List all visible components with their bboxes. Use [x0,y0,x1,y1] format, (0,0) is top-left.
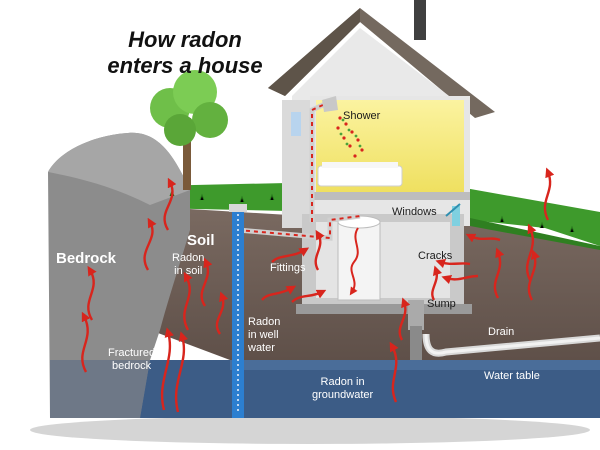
shower-spray-green [339,118,362,148]
groundwater-layer [60,360,600,418]
basement-footing [296,304,472,314]
water-tank-icon [337,215,381,301]
bathtub-icon [317,162,403,187]
roof-side [268,8,360,96]
grass-surface [95,180,600,246]
label-drain: Drain [488,326,515,338]
drain-pipe-icon [422,333,600,357]
bedrock-under-water [50,360,150,418]
label-cracks: Cracks [418,250,453,262]
label-water-table: Water table [484,370,540,382]
diagram-title: How radon enters a house [107,27,263,78]
label-windows: Windows [392,206,437,218]
label-soil: Soil [187,232,215,249]
radon-arrows [81,167,555,413]
tree-icon [150,70,228,190]
chimney-icon [414,0,426,40]
sump-pipe-icon [408,300,424,360]
bedrock-top [48,132,190,205]
shower-icon [309,96,338,222]
ground-shadow [30,416,590,444]
house-floor [310,192,470,200]
window-icon [445,203,461,226]
label-bedrock: Bedrock [56,250,117,267]
label-sump: Sump [427,298,456,310]
groundwater-band [230,360,600,370]
well-pipe [229,204,247,418]
side-window [291,112,301,136]
well-feed-pipe [237,213,361,241]
label-fittings: Fittings [270,262,306,274]
shower-spray [336,116,364,158]
label-shower: Shower [343,110,381,122]
